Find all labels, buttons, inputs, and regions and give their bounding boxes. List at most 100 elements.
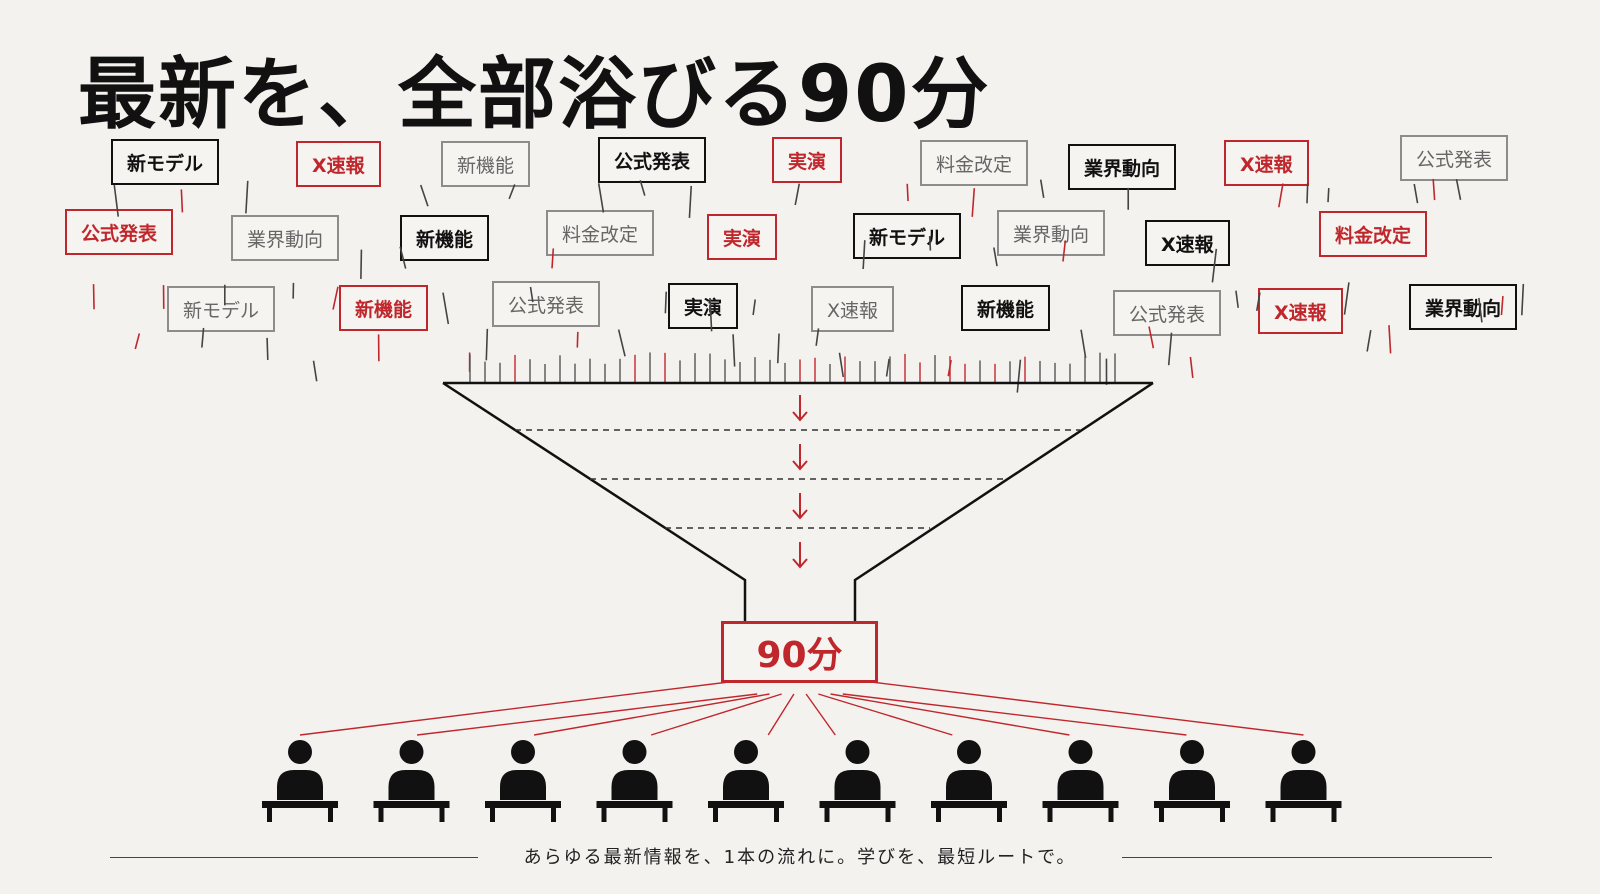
- rain-line: [508, 184, 516, 200]
- rain-line: [1255, 292, 1261, 312]
- rain-line: [709, 297, 713, 332]
- rain-line: [266, 337, 269, 360]
- news-tag: 新機能: [961, 285, 1051, 331]
- news-tag: 業界動向: [231, 215, 340, 261]
- rain-line: [1327, 188, 1330, 203]
- rain-line: [838, 352, 845, 378]
- rain-line: [1455, 179, 1462, 200]
- rain-line: [1413, 183, 1419, 204]
- rain-line: [1306, 183, 1309, 204]
- rain-line: [1235, 290, 1239, 308]
- rain-line: [664, 291, 668, 314]
- down-arrow-icon: [792, 444, 808, 471]
- student-icon: [596, 740, 673, 822]
- rain-line: [1432, 178, 1436, 201]
- rain-line: [442, 292, 450, 325]
- student-icon: [485, 740, 561, 822]
- rain-line: [1189, 356, 1194, 378]
- news-tag: 料金改定: [1319, 211, 1428, 257]
- funnel: [442, 381, 1154, 622]
- news-tag: 新モデル: [853, 213, 962, 259]
- rain-line: [1062, 240, 1067, 262]
- rain-line: [688, 185, 693, 218]
- rain-line: [971, 188, 976, 217]
- rain-line: [794, 183, 801, 206]
- news-tag: X速報: [1224, 140, 1309, 186]
- news-tag: 業界動向: [1068, 144, 1177, 190]
- distribution-ray: [805, 693, 836, 736]
- rain-line: [312, 360, 318, 382]
- student-icon: [708, 740, 784, 822]
- distribution-ray: [842, 693, 1187, 736]
- duration-box: 90分: [721, 621, 878, 683]
- caption-rule-right: [1122, 857, 1492, 858]
- student-icon: [262, 740, 338, 822]
- rain-line: [885, 358, 890, 377]
- rain-line: [906, 183, 909, 202]
- news-tag: X速報: [1258, 288, 1343, 334]
- news-tag: 公式発表: [1400, 135, 1509, 181]
- rain-line: [993, 247, 998, 267]
- rain-line: [862, 240, 866, 270]
- rain-line: [1211, 248, 1218, 283]
- news-tag: 料金改定: [920, 140, 1029, 186]
- news-tag: 公式発表: [492, 281, 601, 327]
- rain-line: [399, 246, 407, 269]
- rain-line: [1039, 179, 1045, 198]
- distribution-ray: [818, 693, 953, 736]
- audience-row: [262, 740, 1342, 822]
- information-rain: [92, 178, 1525, 393]
- news-tag: X速報: [296, 141, 381, 187]
- news-tag: X速報: [811, 286, 895, 332]
- student-icon: [373, 740, 450, 822]
- news-tag: 新モデル: [167, 286, 276, 332]
- news-tag: 新機能: [441, 141, 531, 187]
- rain-line: [1500, 296, 1504, 316]
- down-arrow-icon: [792, 493, 808, 520]
- slide-title: 最新を、全部浴びる90分: [78, 50, 991, 140]
- distribution-ray: [533, 693, 770, 736]
- funnel-levels: [515, 429, 1080, 529]
- student-icon: [819, 740, 896, 822]
- rain-line: [419, 184, 429, 207]
- rain-line: [245, 180, 249, 214]
- rain-line: [928, 235, 932, 251]
- news-tag: 公式発表: [1113, 290, 1222, 336]
- news-tag: 実演: [772, 137, 843, 183]
- caption-wrapper: あらゆる最新情報を、1本の流れに。学びを、最短ルートで。: [0, 843, 1600, 869]
- news-tag: 実演: [668, 283, 739, 329]
- news-tag: 実演: [707, 214, 778, 260]
- funnel-left-wall: [442, 381, 747, 622]
- down-arrow-icon: [792, 542, 808, 569]
- rain-line: [92, 284, 95, 310]
- student-icon: [1154, 740, 1230, 822]
- rain-line: [332, 286, 339, 310]
- distribution-ray: [767, 693, 795, 736]
- rain-line: [529, 286, 534, 303]
- student-icon: [1265, 740, 1342, 822]
- rain-line: [1148, 326, 1155, 349]
- rain-line: [113, 184, 120, 217]
- rain-line: [360, 249, 363, 279]
- rain-line: [1167, 332, 1173, 366]
- distribution-ray: [299, 679, 746, 736]
- rain-line: [1366, 329, 1372, 352]
- rain-line: [180, 189, 184, 213]
- rain-line: [134, 333, 141, 350]
- rain-line: [1016, 359, 1022, 393]
- rain-line: [776, 333, 780, 364]
- news-tag: 料金改定: [546, 210, 655, 256]
- news-tag: 新機能: [400, 215, 490, 261]
- rain-line: [551, 248, 555, 269]
- rain-line: [732, 334, 736, 367]
- distribution-ray: [650, 693, 782, 736]
- distribution-ray: [416, 693, 758, 736]
- rain-line: [639, 180, 646, 196]
- caption-text: あらゆる最新情報を、1本の流れに。学びを、最短ルートで。: [501, 847, 1099, 868]
- rain-line: [1343, 282, 1350, 315]
- rain-line: [752, 299, 757, 316]
- news-tag: 公式発表: [65, 209, 174, 255]
- news-tag: 公式発表: [598, 137, 707, 183]
- rain-line: [1478, 297, 1483, 323]
- student-icon: [1042, 740, 1119, 822]
